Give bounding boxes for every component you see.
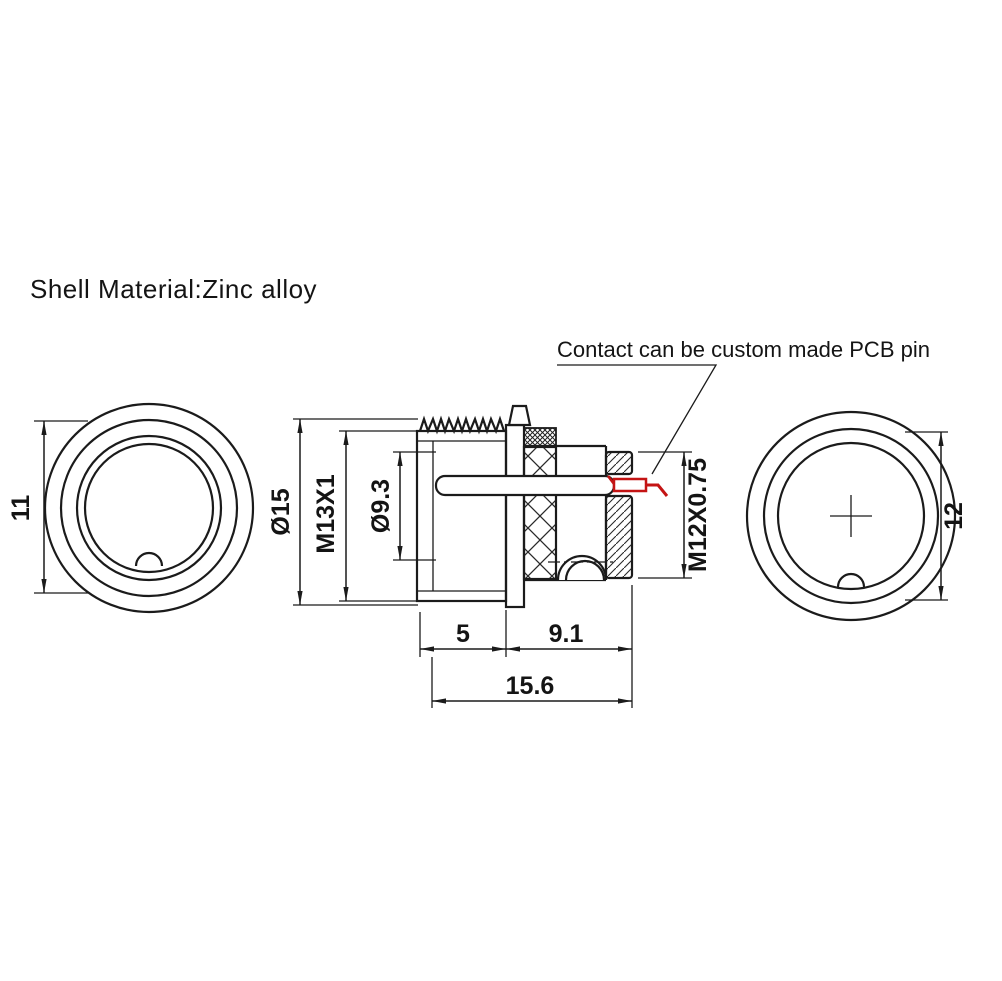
dim-inner-diameter: Ø9.3 (367, 451, 436, 561)
dim-text-11: 11 (7, 495, 35, 522)
front-key-notch (134, 551, 164, 567)
dim-text-5: 5 (456, 620, 470, 648)
dim-text-dia15: Ø15 (267, 488, 295, 535)
rear-view: 12 (745, 410, 968, 622)
front-bore-circle (83, 442, 215, 574)
front-inner-circle (75, 434, 223, 582)
insert-dome-inner (564, 559, 606, 581)
rear-nut-upper-section (604, 450, 634, 476)
knurl-teeth (418, 415, 506, 435)
shell-material-note: Shell Material:Zinc alloy (30, 274, 317, 304)
dim-length-total: 15.6 (431, 657, 632, 708)
body-crosshatch-section (522, 445, 558, 581)
dim-rear-height: 12 (905, 431, 968, 601)
section-view: Ø15 M13X1 Ø9.3 M12X0.75 5 (267, 404, 712, 708)
dim-outer-diameter: Ø15 (267, 418, 418, 606)
coupling-nut-body (415, 429, 508, 603)
dim-thread-rear: M12X0.75 (638, 451, 712, 579)
dim-text-m13x1: M13X1 (312, 474, 340, 553)
rear-middle-circle (762, 427, 940, 605)
pin-channel (434, 474, 616, 497)
locating-key-tab (507, 404, 532, 427)
dim-text-dia9-3: Ø9.3 (367, 479, 395, 533)
rear-key-notch (836, 572, 866, 588)
pcb-pin-body (612, 477, 648, 493)
dim-length-front: 5 (419, 610, 507, 657)
dim-length-rear: 9.1 (506, 585, 633, 708)
dim-text-m12x0-75: M12X0.75 (684, 458, 712, 572)
pcb-pin-hook (607, 475, 615, 485)
front-middle-circle (59, 418, 239, 598)
dim-front-height: 11 (7, 420, 88, 594)
dim-text-12: 12 (940, 502, 968, 530)
pcb-pin-tail (646, 483, 669, 497)
flange-section (504, 423, 526, 609)
rear-outer-circle (745, 410, 957, 622)
pcb-pin-note: Contact can be custom made PCB pin (557, 337, 930, 362)
rear-inner-circle (776, 441, 926, 591)
dim-thread-front: M13X1 (312, 430, 418, 602)
dim-text-9-1: 9.1 (549, 620, 584, 648)
lock-washer-section (523, 427, 557, 447)
pcb-pin (607, 475, 669, 497)
dim-text-15-6: 15.6 (506, 672, 555, 700)
center-cross-mark (830, 495, 872, 537)
rear-nut-lower-section (604, 494, 634, 580)
front-view: 11 (7, 402, 255, 614)
annotations: Shell Material:Zinc alloy Contact can be… (30, 274, 930, 475)
pcb-pin-leader-line (557, 364, 718, 475)
